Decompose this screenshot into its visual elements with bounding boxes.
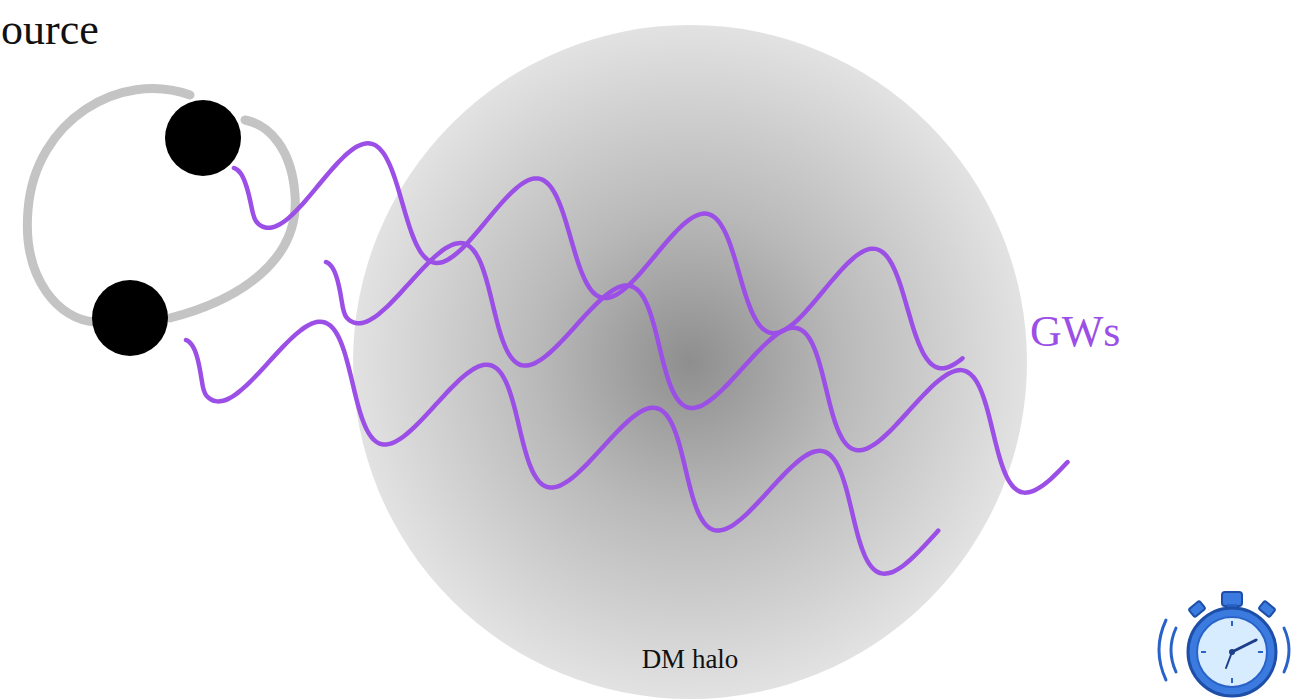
- halo-label: DM halo: [352, 644, 1028, 675]
- stopwatch-pin: [1229, 649, 1235, 655]
- black-hole: [92, 280, 168, 356]
- stopwatch-face: [1197, 617, 1267, 687]
- tick: [1231, 678, 1233, 683]
- source-label: ource: [1, 4, 99, 55]
- halo-disc: [353, 25, 1027, 699]
- vibration-line: [1159, 620, 1166, 680]
- gw-label: GWs: [1030, 306, 1120, 357]
- tick: [1258, 651, 1263, 653]
- vibration-line: [1284, 628, 1289, 672]
- stopwatch-button: [1188, 601, 1205, 618]
- vibration-line: [1171, 628, 1176, 672]
- stopwatch-hand: [1232, 640, 1256, 652]
- tick: [1201, 651, 1206, 653]
- tick: [1231, 621, 1233, 626]
- stopwatch-crown: [1222, 592, 1242, 606]
- stopwatch-case: [1188, 608, 1276, 696]
- stopwatch: [1159, 592, 1289, 696]
- black-hole: [165, 100, 241, 176]
- stopwatch-button: [1258, 601, 1275, 618]
